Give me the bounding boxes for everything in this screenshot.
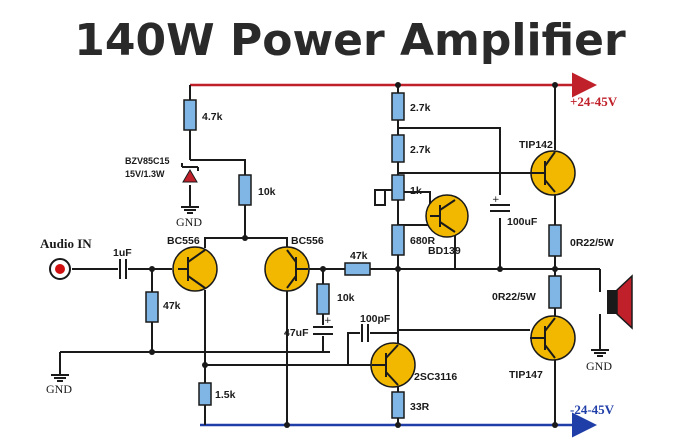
label-1k5: 1.5k — [215, 389, 236, 401]
resistor-10k-mid — [316, 283, 330, 315]
label-2k7-a: 2.7k — [410, 102, 431, 114]
label-10k-mid: 10k — [337, 292, 355, 304]
label-33r: 33R — [410, 401, 430, 413]
label-100pf: 100pF — [360, 313, 391, 325]
zener-diode — [181, 163, 199, 183]
label-bd139: BD139 — [428, 245, 461, 257]
label-680r: 680R — [410, 235, 436, 247]
label-bc556-left: BC556 — [167, 235, 200, 247]
ground-symbol-zener — [181, 206, 199, 214]
positive-rail-label: +24-45V — [570, 94, 618, 109]
resistor-0r22-b — [548, 275, 562, 309]
svg-text:+: + — [324, 316, 332, 326]
label-0r22-a: 0R22/5W — [570, 237, 614, 249]
junction-dots — [149, 82, 558, 428]
audio-input-jack — [49, 258, 71, 280]
resistor-1k5 — [198, 382, 212, 406]
label-10k-top: 10k — [258, 186, 276, 198]
label-2k7-b: 2.7k — [410, 144, 431, 156]
label-2sc3116: 2SC3116 — [414, 371, 457, 383]
label-4k7: 4.7k — [202, 111, 223, 123]
resistor-680r — [391, 224, 405, 256]
capacitor-100uf: + — [490, 195, 510, 212]
capacitor-1uf — [119, 259, 127, 279]
capacitor-100pf — [361, 324, 369, 342]
label-tip142: TIP142 — [519, 139, 553, 151]
label-zener-rating: 15V/1.3W — [125, 169, 165, 179]
transistor-bc556-right — [264, 246, 310, 292]
resistor-47k-feedback — [344, 262, 371, 276]
ground-symbol-speaker — [591, 349, 609, 357]
gnd-label-input: GND — [46, 382, 72, 396]
speaker-icon — [607, 274, 633, 330]
label-47uf: 47uF — [284, 327, 309, 339]
label-bc556-right: BC556 — [291, 235, 324, 247]
label-tip147: TIP147 — [509, 369, 543, 381]
negative-rail-label: -24-45V — [570, 402, 615, 417]
schematic-title: 140W Power Amplifier — [74, 15, 626, 66]
transistor-bc556-left — [172, 246, 218, 292]
transistor-tip142 — [530, 150, 576, 196]
transistor-2sc3116 — [370, 342, 416, 388]
transistor-tip147 — [530, 315, 576, 361]
label-100uf: 100uF — [507, 216, 538, 228]
gnd-label-speaker: GND — [586, 359, 612, 373]
capacitor-47uf: + — [313, 316, 333, 335]
gnd-label-zener: GND — [176, 215, 202, 229]
label-47k-input: 47k — [163, 300, 181, 312]
resistor-4k7 — [183, 99, 197, 131]
ground-symbol-input — [51, 374, 69, 382]
resistor-47k-input — [145, 291, 159, 323]
label-pot-1k: 1k — [410, 185, 422, 197]
resistor-33r — [391, 391, 405, 419]
label-0r22-b: 0R22/5W — [492, 291, 536, 303]
resistor-2k7-b — [391, 134, 405, 163]
resistor-0r22-a — [548, 224, 562, 257]
label-47k-feedback: 47k — [350, 250, 368, 262]
audio-in-label: Audio IN — [40, 236, 92, 251]
wiring — [59, 85, 601, 425]
resistor-2k7-a — [391, 92, 405, 121]
resistor-10k-top — [238, 174, 252, 206]
label-1uf: 1uF — [113, 247, 132, 259]
transistor-bd139 — [425, 194, 469, 238]
potentiometer-1k — [391, 174, 405, 201]
svg-text:+: + — [492, 195, 500, 205]
label-zener-part: BZV85C15 — [125, 156, 170, 166]
